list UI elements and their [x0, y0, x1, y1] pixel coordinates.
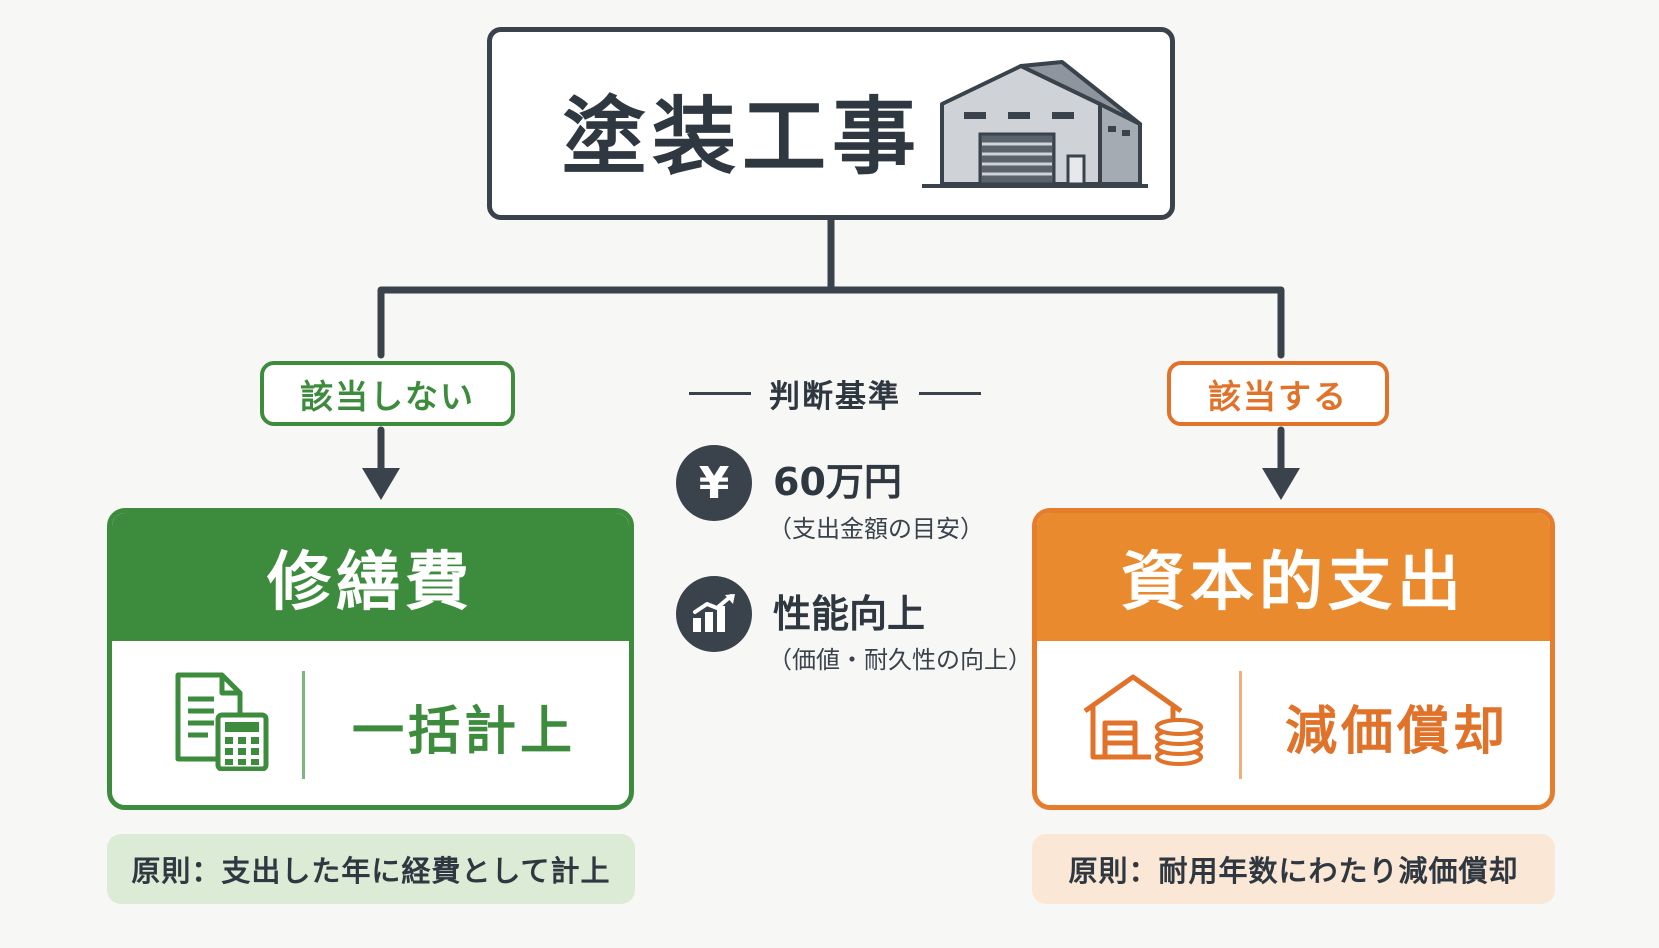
- right-arrow-head: [1262, 468, 1300, 500]
- criterion-amount: 60万円: [773, 460, 902, 504]
- repair-expense-title: 修繕費: [112, 513, 629, 641]
- capital-expenditure-body: 減価償却: [1037, 641, 1550, 805]
- repair-expense-card: 修繕費 一括計上: [107, 508, 634, 810]
- yen-symbol: ¥: [698, 457, 730, 509]
- top-node-title: 塗装工事: [562, 88, 923, 186]
- criteria-title: 判断基準: [769, 378, 901, 415]
- criterion-performance: 性能向上: [773, 592, 926, 636]
- criterion-amount-note: （支出金額の目安）: [768, 515, 984, 543]
- repair-expense-treatment: 一括計上: [352, 702, 577, 762]
- branch-label-applicable: 該当する: [1167, 361, 1389, 426]
- top-node-box: 塗装工事: [487, 27, 1175, 220]
- criterion-performance-note: （価値・耐久性の向上）: [768, 646, 1032, 674]
- capital-expenditure-principle-note: 原則：耐用年数にわたり減価償却: [1032, 834, 1555, 904]
- document-calculator-icon: [175, 672, 269, 771]
- growth-chart-icon: [676, 576, 752, 652]
- capital-expenditure-title: 資本的支出: [1037, 513, 1550, 641]
- repair-expense-body: 一括計上: [112, 641, 629, 805]
- criteria-header: 判断基準: [675, 371, 995, 415]
- repair-expense-principle-note: 原則：支出した年に経費として計上: [107, 834, 635, 904]
- card-divider: [1239, 671, 1242, 779]
- branch-label-not-applicable: 該当しない: [260, 361, 515, 426]
- growth-chart-glyph: [693, 594, 735, 632]
- warehouse-coins-icon: [1083, 674, 1203, 766]
- capital-expenditure-treatment: 減価償却: [1285, 702, 1510, 762]
- capital-expenditure-card: 資本的支出 減価償却: [1032, 508, 1555, 810]
- factory-building-icon: [922, 60, 1148, 188]
- criteria-rule-right: [919, 391, 981, 395]
- criteria-rule-left: [689, 391, 751, 395]
- yen-icon: ¥: [676, 445, 752, 521]
- card-divider: [302, 671, 305, 779]
- left-arrow-head: [362, 468, 400, 500]
